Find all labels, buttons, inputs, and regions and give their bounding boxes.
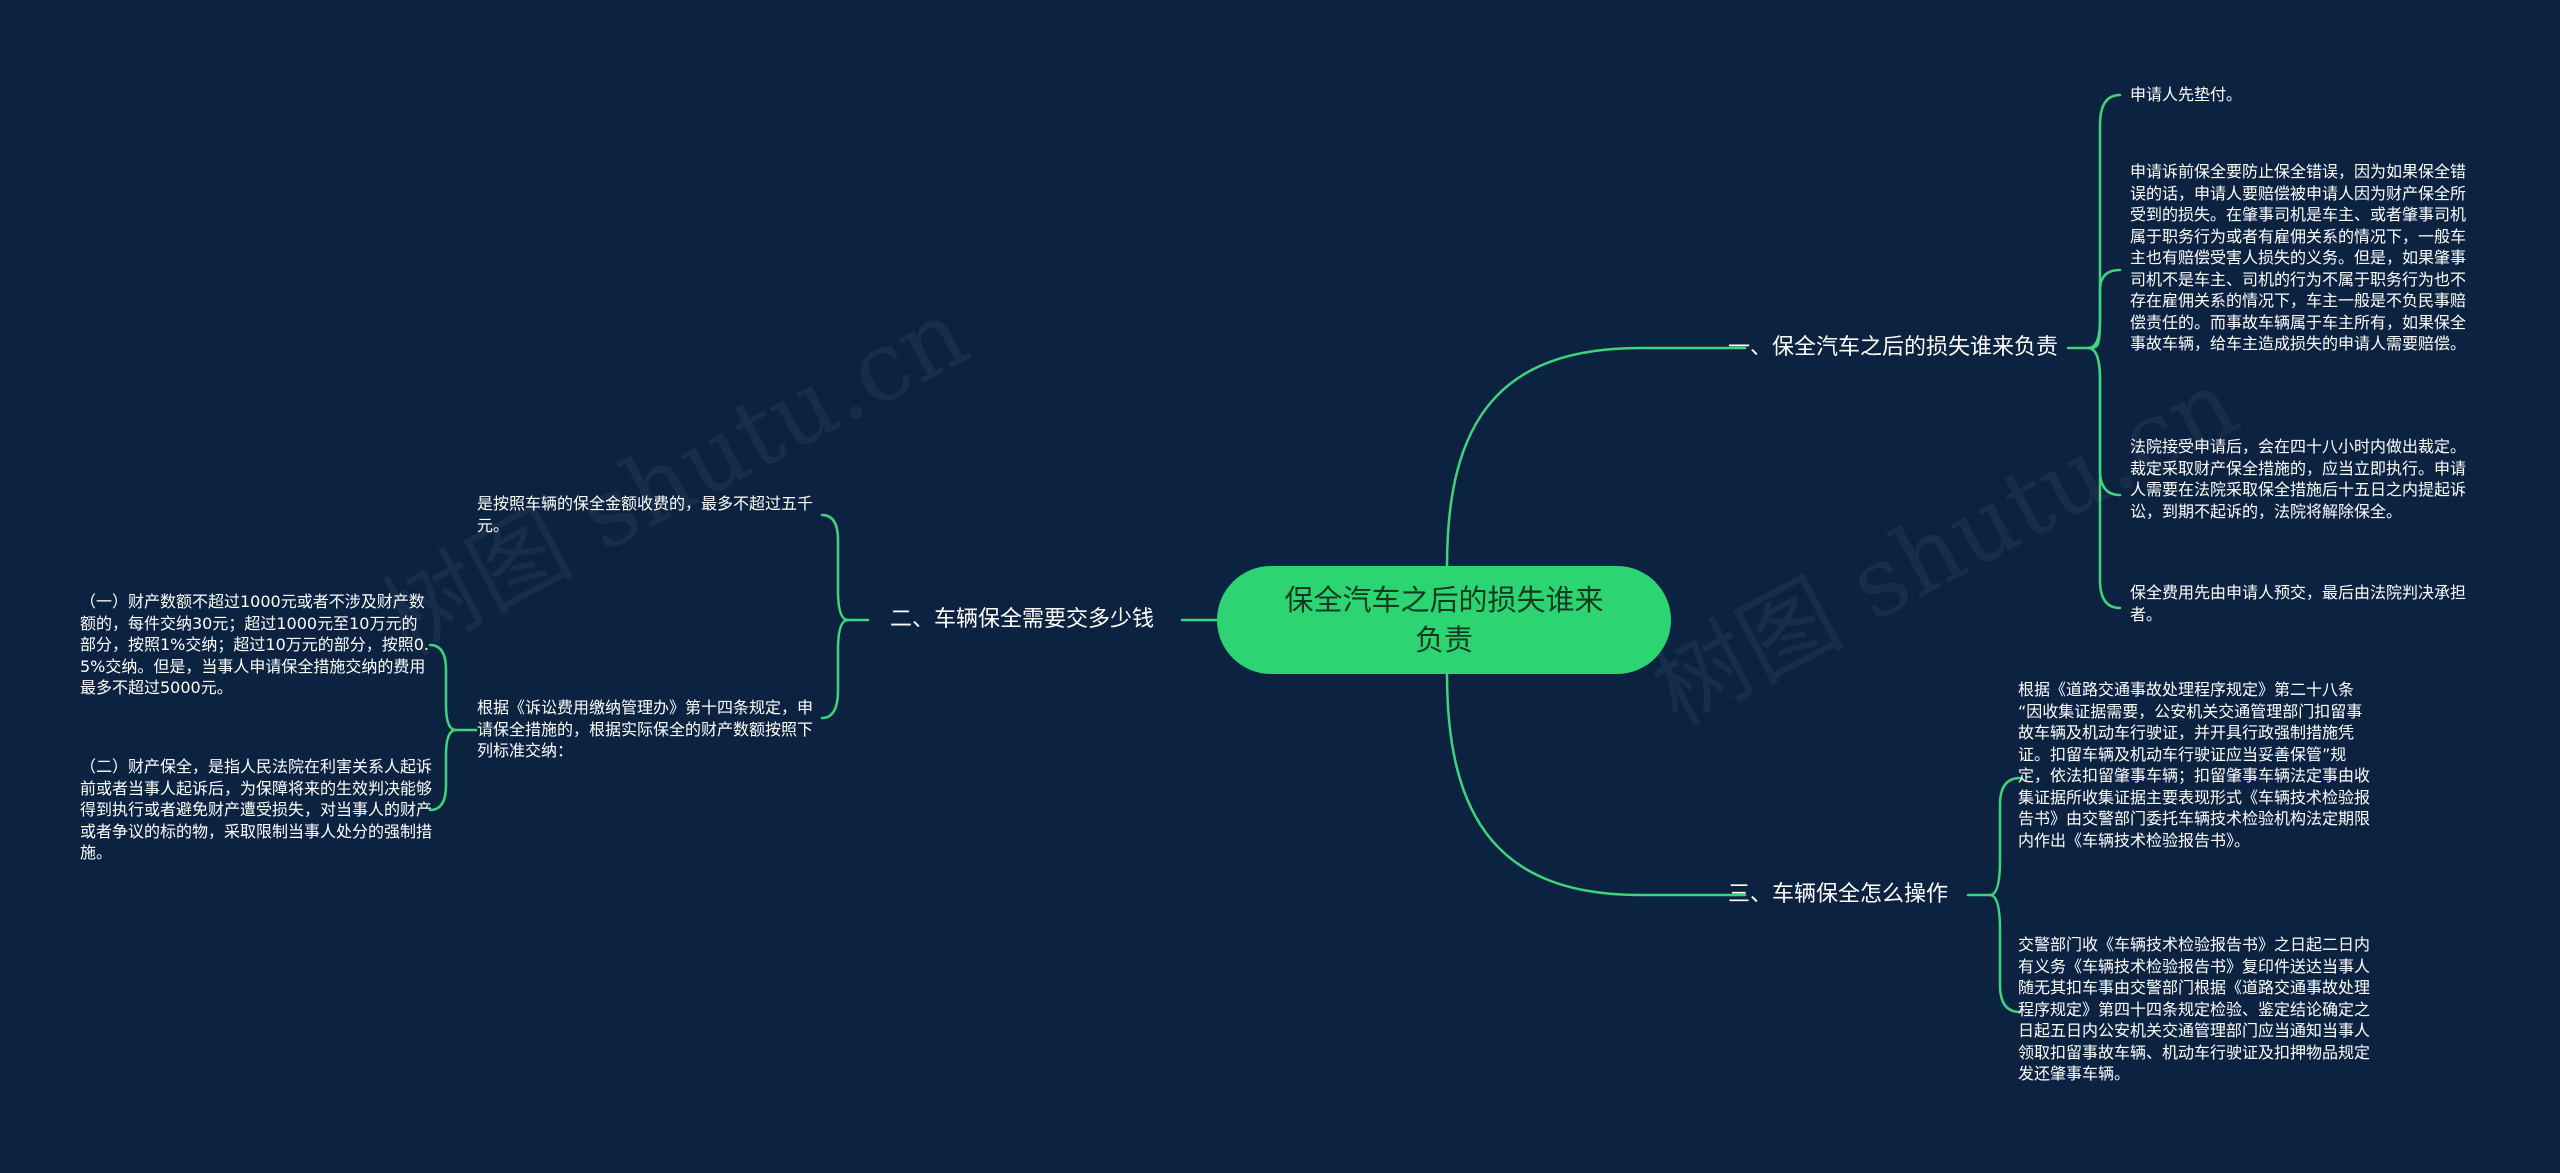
branch-2-leaf-1[interactable]: 是按照车辆的保全金额收费的，最多不超过五千元。 (477, 494, 814, 535)
branch-2-subleaf-2[interactable]: （二）财产保全，是指人民法院在利害关系人起诉前或者当事人起诉后，为保障将来的生效… (80, 757, 433, 862)
connector-branch-2-sub-1 (428, 643, 458, 732)
connector-branch-2-sub-2 (428, 728, 458, 812)
connector-branch-1-leaf-1 (2086, 93, 2122, 350)
branch-2-leaf-2[interactable]: 根据《诉讼费用缴纳管理办》第十四条规定，申请保全措施的，根据实际保全的财产数额按… (477, 698, 814, 760)
central-topic[interactable]: 保全汽车之后的损失谁来负责 (1217, 566, 1671, 674)
connector-branch-3-leaf-1 (1988, 776, 2022, 897)
branch-3-title[interactable]: 三、车辆保全怎么操作 (1728, 882, 1949, 907)
branch-1-leaf-3[interactable]: 法院接受申请后，会在四十八小时内做出裁定。裁定采取财产保全措施的，应当立即执行。… (2130, 437, 2467, 521)
branch-3-leaf-2[interactable]: 交警部门收《车辆技术检验报告书》之日起二日内有义务《车辆技术检验报告书》复印件送… (2018, 935, 2371, 1083)
connector-branch-3-leaf-2 (1988, 893, 2022, 1014)
branch-1-leaf-4[interactable]: 保全费用先由申请人预交，最后由法院判决承担者。 (2130, 583, 2467, 624)
branch-3-leaf-1[interactable]: 根据《道路交通事故处理程序规定》第二十八条 “因收集证据需要，公安机关交通管理部… (2018, 680, 2371, 850)
branch-1-title[interactable]: 一、保全汽车之后的损失谁来负责 (1728, 335, 2059, 360)
connector-branch-2-leaf-2 (820, 618, 850, 720)
connector-central-branch-1 (1445, 346, 1747, 568)
connector-branch-1-leaf-3 (2086, 346, 2122, 497)
branch-1-leaf-2[interactable]: 申请诉前保全要防止保全错误，因为如果保全错误的话，申请人要赔偿被申请人因为财产保… (2130, 162, 2467, 353)
branch-2-subleaf-1[interactable]: （一）财产数额不超过1000元或者不涉及财产数额的，每件交纳30元；超过1000… (80, 592, 430, 697)
branch-2-title[interactable]: 二、车辆保全需要交多少钱 (890, 607, 1155, 632)
central-topic-label: 保全汽车之后的损失谁来负责 (1284, 583, 1604, 657)
connector-branch-1-leaf-4 (2086, 346, 2122, 610)
connector-central-branch-3 (1445, 672, 1747, 897)
connector-branch-2-leaf-1 (820, 513, 850, 622)
branch-1-leaf-1[interactable]: 申请人先垫付。 (2130, 85, 2243, 104)
connector-branch-1-leaf-2 (2086, 268, 2122, 350)
